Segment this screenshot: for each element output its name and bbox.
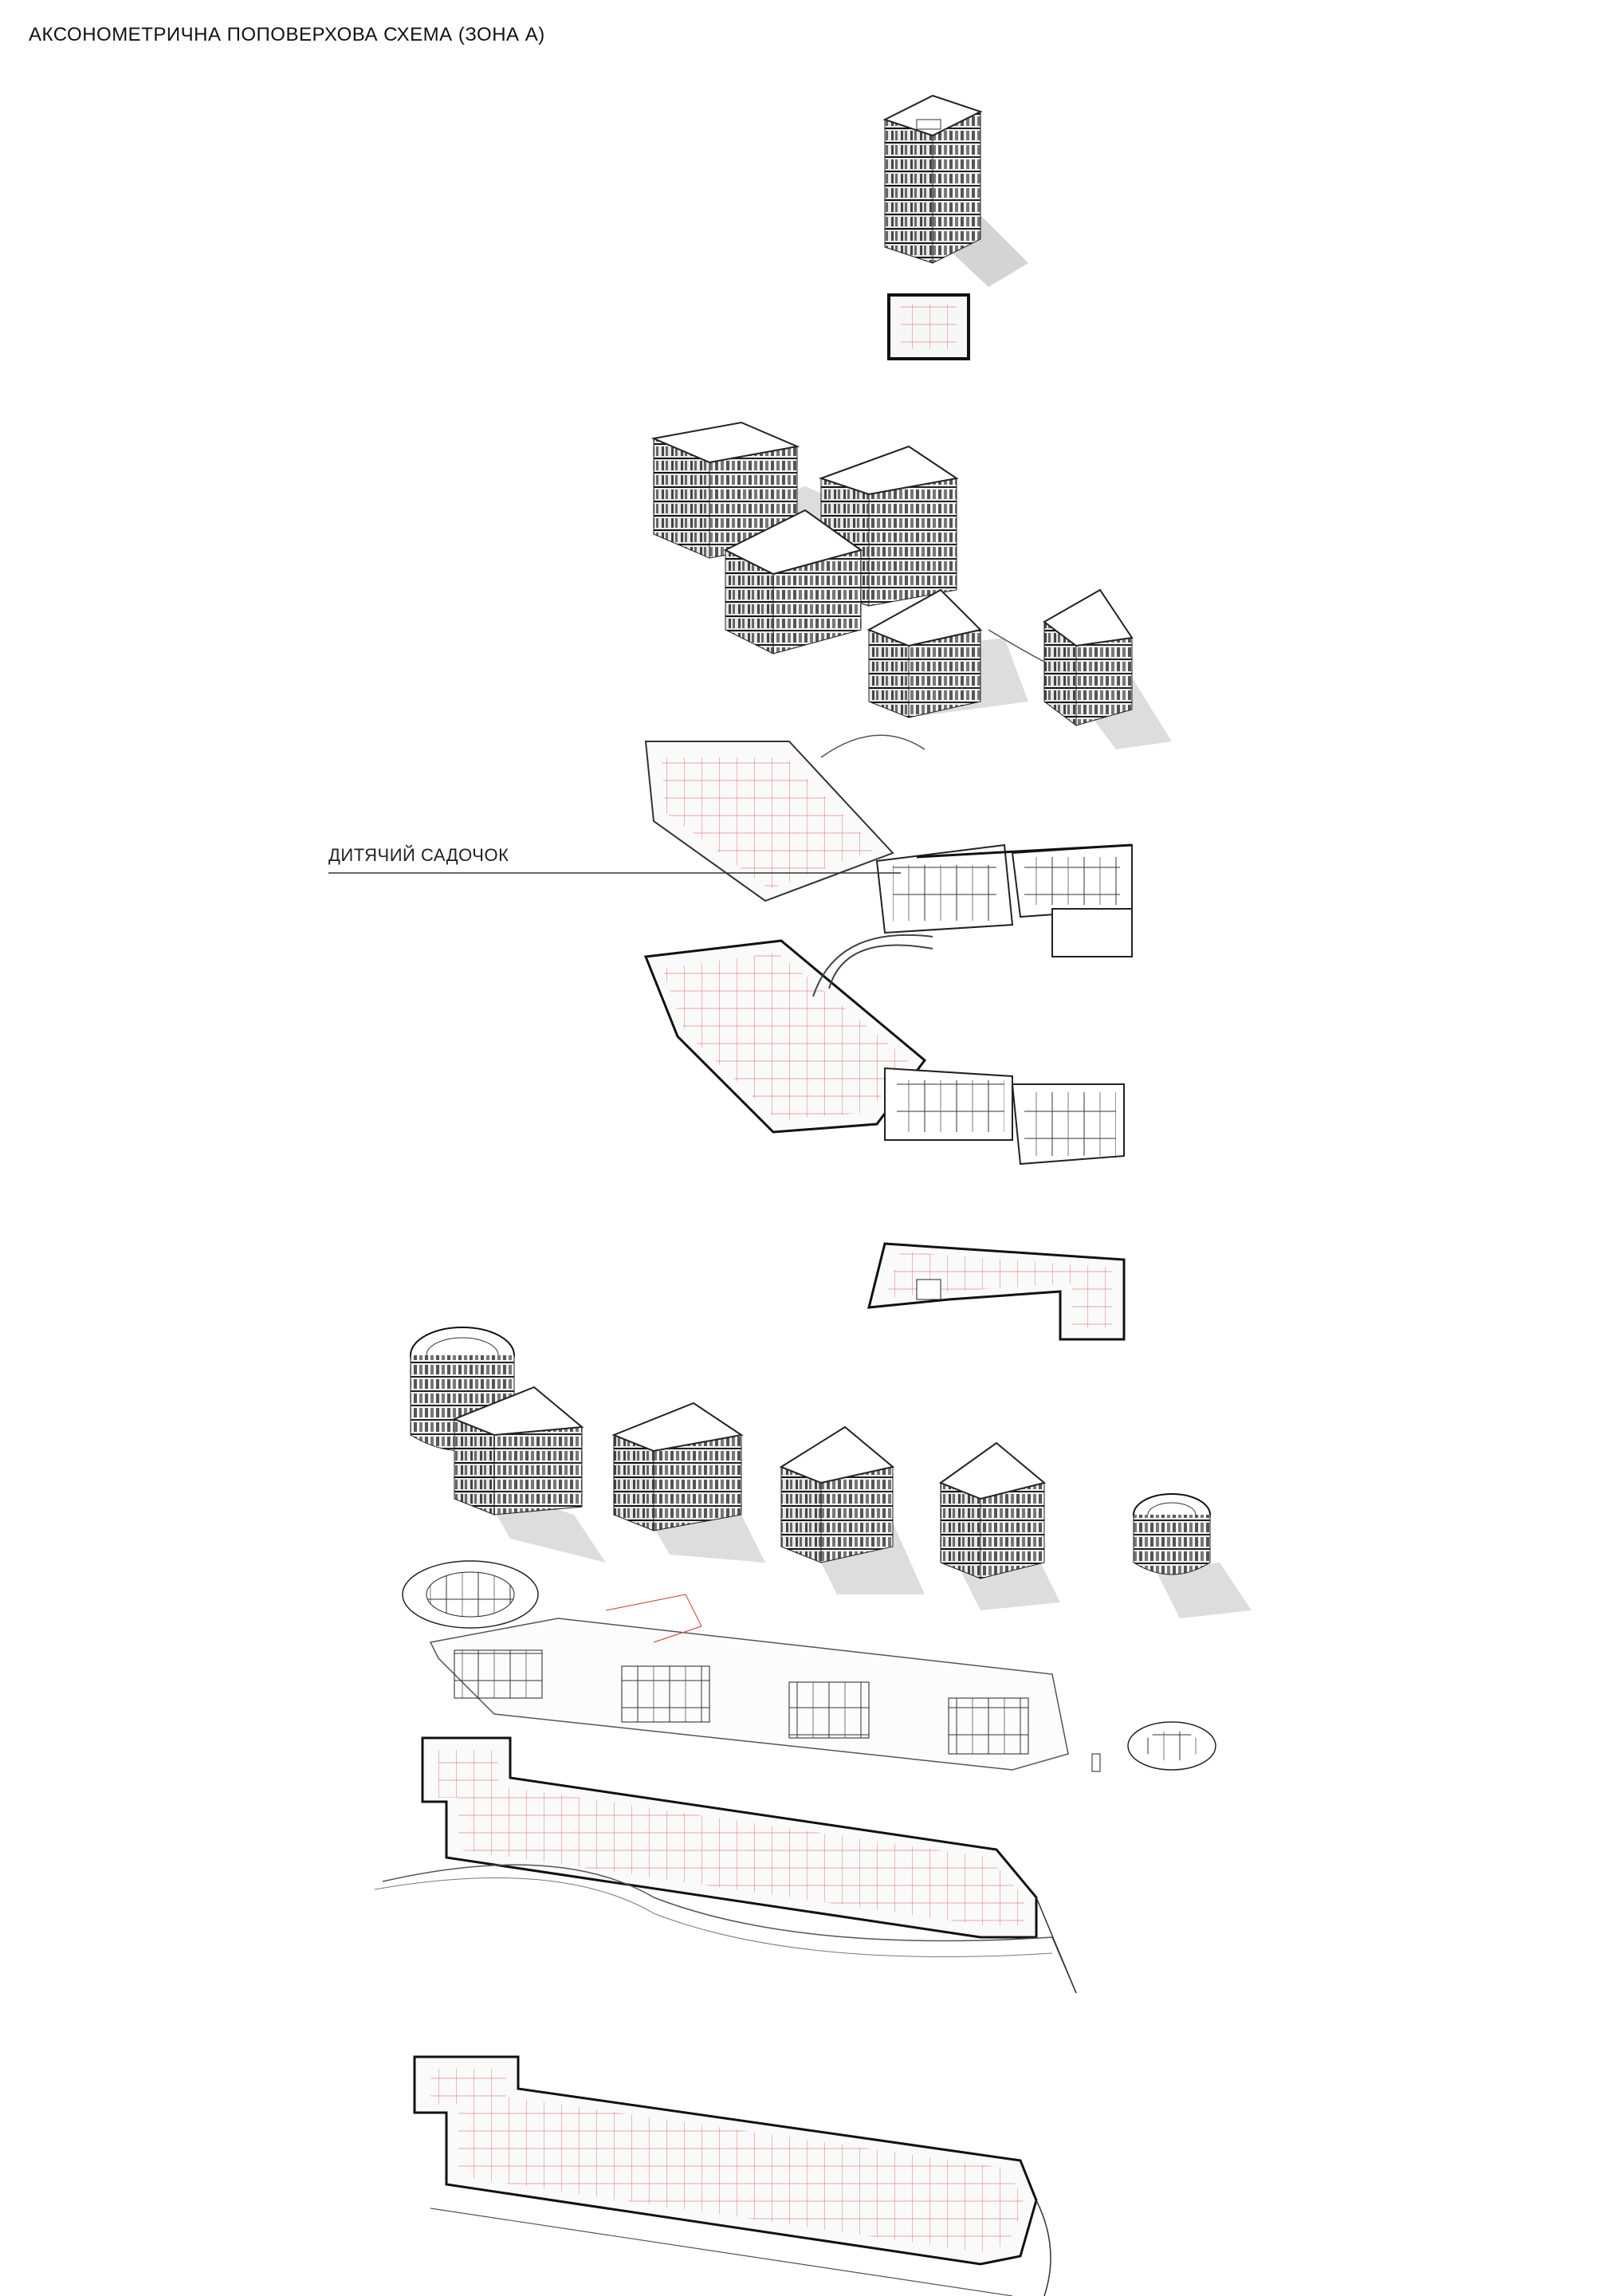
parking-level-long-upper [374, 1736, 1077, 1994]
parking-level-small [867, 1242, 1126, 1341]
tower-basement-slab [887, 293, 970, 360]
kindergarten-label: ДИТЯЧИЙ САДОЧОК [328, 845, 509, 865]
page-title: АКСОНОМЕТРИЧНА ПОПОВЕРХОВА СХЕМА (ЗОНА А… [29, 24, 545, 45]
ground-floor-plan [402, 1560, 1216, 1772]
tower-layer-top [882, 94, 1028, 287]
parking-level-ramp [643, 934, 1125, 1166]
building-cluster-upper [650, 421, 1172, 749]
parking-level-kindergarten [328, 734, 1133, 957]
building-row-lower [410, 1327, 1252, 1618]
parking-level-long-lower [413, 2055, 1051, 2296]
